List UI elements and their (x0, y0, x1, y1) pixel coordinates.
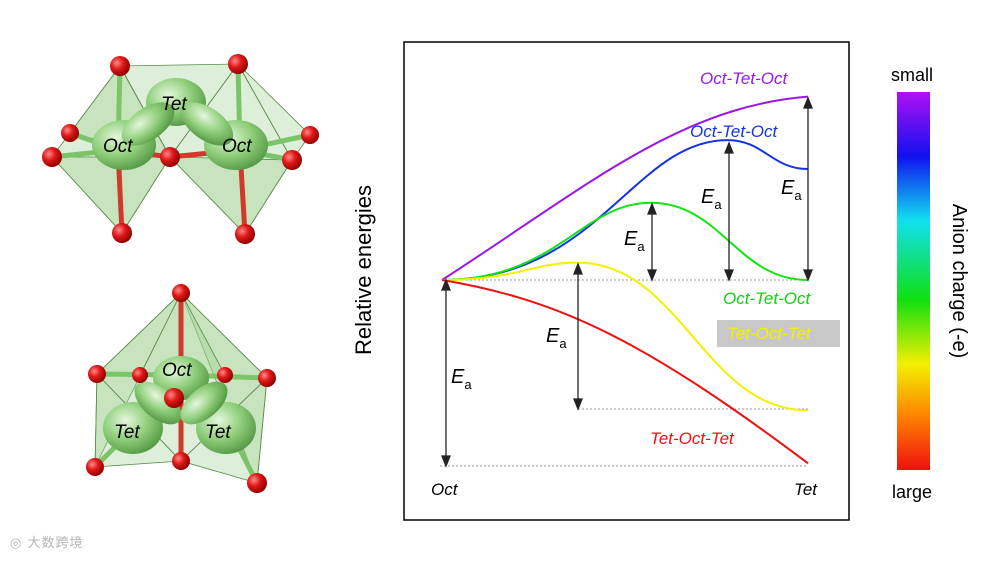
energy-curve-5 (441, 279, 809, 465)
bottom-cations (103, 356, 256, 454)
series-label-yellow: Tet-Oct-Tet (727, 324, 812, 343)
y-axis-label: Relative energies (351, 185, 376, 355)
top-structure: Tet Oct Oct (42, 54, 319, 244)
colorbar-gradient (897, 92, 930, 470)
ea-label: Ea (701, 186, 722, 212)
oxygen-atom (172, 452, 190, 470)
bottom-tet-left-label: Tet (114, 422, 140, 443)
oxygen-atom (132, 367, 148, 383)
ea-arrow-4 (724, 141, 734, 282)
oxygen-atom (86, 458, 104, 476)
energy-curve-2 (441, 139, 809, 281)
reference-lines (440, 279, 808, 467)
ea-arrow-5 (803, 96, 813, 282)
bottom-tet-right-label: Tet (205, 422, 231, 443)
oxygen-atom (247, 473, 267, 493)
oxygen-atom (217, 367, 233, 383)
top-tet-label: Tet (161, 94, 187, 115)
ea-arrow-1 (441, 278, 451, 468)
oxygen-atom (42, 147, 62, 167)
energy-curve-4 (441, 261, 809, 412)
watermark: ◎ 大数跨境 (10, 536, 84, 551)
colorbar-bottom-label: large (892, 482, 932, 502)
oxygen-atom (235, 224, 255, 244)
oxygen-atom (301, 126, 319, 144)
ea-label: Ea (546, 325, 567, 351)
x-start-label: Oct (431, 480, 459, 499)
chart-frame (403, 41, 850, 521)
oxygen-atom (282, 150, 302, 170)
energy-curve-1 (441, 95, 809, 281)
colorbar-axis-label: Anion charge (-e) (948, 204, 970, 359)
ea-label: Ea (451, 366, 472, 392)
oxygen-atom (228, 54, 248, 74)
series-label-green: Oct-Tet-Oct (723, 289, 811, 308)
oxygen-atom (164, 388, 184, 408)
bottom-oct-label: Oct (162, 360, 192, 381)
ea-arrow-2 (573, 262, 583, 411)
series-label-highlight (717, 320, 840, 347)
x-end-label: Tet (794, 480, 818, 499)
oxygen-atom (61, 124, 79, 142)
oxygen-atom (160, 147, 180, 167)
top-anions (42, 54, 319, 244)
bottom-anions (86, 284, 276, 493)
ea-label: Ea (624, 228, 645, 254)
oxygen-atom (172, 284, 190, 302)
energy-curve-3 (441, 201, 809, 281)
colorbar-top-label: small (891, 65, 933, 85)
oxygen-atom (88, 365, 106, 383)
series-label-red: Tet-Oct-Tet (650, 429, 735, 448)
energy-curves (441, 95, 809, 465)
ea-arrows (441, 96, 813, 468)
top-oct-right-label: Oct (222, 136, 252, 157)
ea-labels: Ea Ea Ea Ea Ea (451, 177, 802, 392)
oxygen-atom (110, 56, 130, 76)
oxygen-atom (112, 223, 132, 243)
ea-label: Ea (781, 177, 802, 203)
colorbar: small large Anion charge (-e) (891, 65, 970, 502)
series-labels: Oct-Tet-Oct Oct-Tet-Oct Oct-Tet-Oct Tet-… (650, 69, 812, 448)
top-cations (92, 78, 268, 170)
ea-arrow-3 (647, 202, 657, 282)
bottom-structure: Oct Tet Tet (86, 284, 276, 493)
series-label-blue: Oct-Tet-Oct (690, 122, 778, 141)
energy-chart: Relative energies (351, 41, 850, 521)
top-oct-left-label: Oct (103, 136, 133, 157)
oxygen-atom (258, 369, 276, 387)
series-label-purple: Oct-Tet-Oct (700, 69, 788, 88)
